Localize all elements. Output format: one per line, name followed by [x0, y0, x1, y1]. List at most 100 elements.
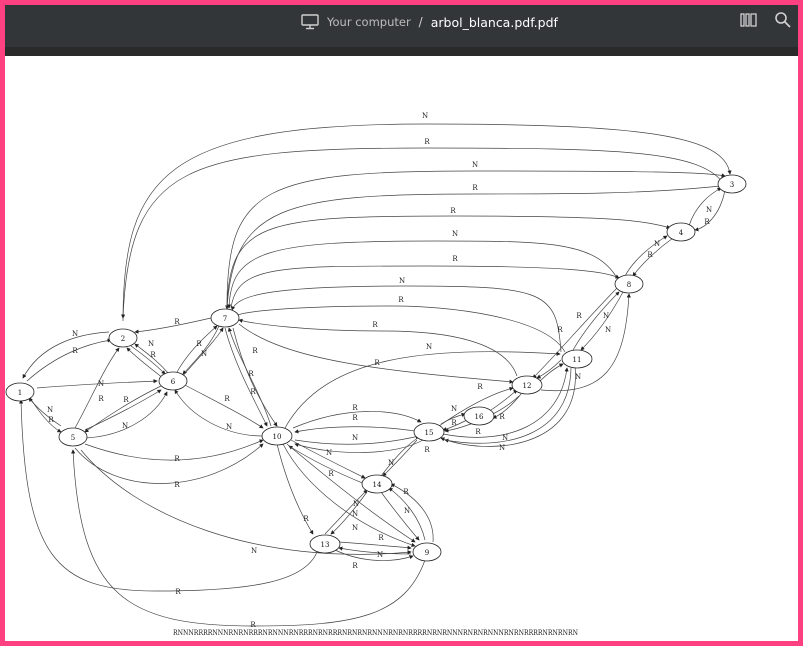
edge-3-4 [694, 189, 726, 232]
computer-icon [301, 14, 319, 30]
edge-7-8 [230, 265, 620, 309]
edge-label: R [196, 340, 202, 348]
edge-label: R [250, 621, 256, 629]
edge-label: N [399, 277, 405, 285]
edge-15-10b [294, 439, 424, 453]
node-16: 16 [463, 406, 495, 426]
edge-label: R [704, 218, 710, 226]
node-6: 6 [158, 371, 188, 391]
edge-label: N [452, 230, 458, 238]
edge-label: N [326, 449, 332, 457]
node-2: 2 [108, 328, 138, 348]
edge-label: N [47, 406, 53, 414]
sidebar-toggle-button[interactable] [738, 9, 760, 31]
edge-label: R [303, 515, 309, 523]
svg-text:8: 8 [627, 281, 631, 289]
edge-label: R [328, 470, 334, 478]
svg-text:3: 3 [730, 181, 734, 189]
breadcrumb-root[interactable]: Your computer [327, 15, 411, 29]
edge-label: R [424, 138, 430, 146]
edge-label: N [603, 312, 609, 320]
edge-label: N [605, 326, 611, 334]
edge-8-4 [624, 235, 668, 277]
edge-8-12 [532, 287, 618, 379]
edge-9-14b [390, 483, 434, 543]
edge-14-9 [380, 491, 420, 541]
edge-label: R [472, 184, 478, 192]
svg-text:10: 10 [273, 433, 282, 441]
edge-11-15 [444, 367, 572, 444]
edge-10-9 [282, 443, 416, 547]
edge-15-16 [440, 412, 466, 425]
edge-label: N [148, 340, 154, 348]
edge-7-2 [134, 317, 212, 334]
edge-label: R [424, 446, 430, 454]
input-sequence: RNNNRRRRNNNRNRNRRRNRNNNRNRRRNRNRRRNRNRNR… [173, 629, 578, 637]
edge-15-10 [294, 426, 422, 434]
edge-10-11 [284, 351, 561, 429]
edge-label: N [654, 240, 660, 248]
edge-5-1 [28, 397, 62, 427]
edge-13-1 [18, 399, 318, 592]
edge-15-14 [382, 439, 418, 477]
edge-14-10 [288, 445, 366, 485]
pdf-page: N R N R R N R N R R R N N R N R N N R R [5, 56, 798, 641]
edge-2-6 [130, 345, 166, 375]
edge-5-2 [74, 347, 120, 429]
edge-label: R [477, 383, 483, 391]
edge-label: N [201, 350, 207, 358]
toolbar: Your computer / arbol_blanca.pdf.pdf [5, 5, 798, 47]
edge-label: R [452, 255, 458, 263]
edge-6-2b [134, 343, 170, 375]
edge-label: R [451, 419, 457, 427]
edge-11-15b [440, 365, 576, 447]
edge-label: N [426, 343, 432, 351]
edge-label: N [226, 423, 232, 431]
edge-12-16 [492, 393, 522, 419]
edge-6-2 [126, 347, 164, 379]
edge-label: N [251, 547, 257, 555]
edge-label: R [150, 351, 156, 359]
node-1: 1 [5, 382, 35, 402]
svg-text:12: 12 [523, 382, 532, 390]
edge-6-7b [180, 327, 224, 379]
node-11: 11 [561, 349, 593, 369]
edge-11-12 [536, 359, 562, 379]
edge-label: R [352, 414, 358, 422]
edge-9-13 [338, 546, 412, 555]
edge-label: N [377, 551, 383, 559]
edge-label: N [388, 459, 394, 467]
node-3: 3 [717, 174, 747, 194]
edge-13-9 [338, 541, 412, 550]
edge-3-7 [225, 185, 721, 310]
edge-11-7 [231, 285, 562, 353]
edge-4-8 [632, 237, 674, 277]
edge-label: R [224, 395, 230, 403]
edge-label: R [374, 359, 380, 367]
edge-label: R [250, 388, 256, 396]
search-button[interactable] [772, 9, 794, 31]
edge-15-11 [442, 367, 569, 438]
svg-text:2: 2 [121, 335, 125, 343]
svg-text:9: 9 [425, 549, 429, 557]
edge-5-10 [84, 439, 264, 461]
edge-11-7b [234, 305, 566, 353]
node-7: 7 [210, 308, 240, 328]
edge-label: N [404, 507, 410, 515]
edge-label: N [422, 112, 428, 120]
edge-label: R [647, 251, 653, 259]
edge-1-2 [26, 338, 112, 382]
edge-label: N [352, 510, 358, 518]
state-graph: N R N R R N R N R R R N N R N R N N R R [5, 112, 747, 637]
svg-text:7: 7 [223, 315, 227, 323]
svg-text:4: 4 [679, 229, 684, 237]
edge-16-12 [490, 389, 518, 411]
edge-10-14 [290, 439, 366, 479]
edge-label: R [174, 481, 180, 489]
edge-label: R [475, 428, 481, 436]
edge-label: R [372, 321, 378, 329]
edge-5-9 [80, 449, 412, 555]
edge-label: R [123, 396, 129, 404]
edge-10-13 [276, 443, 314, 535]
edge-label: R [576, 312, 582, 320]
